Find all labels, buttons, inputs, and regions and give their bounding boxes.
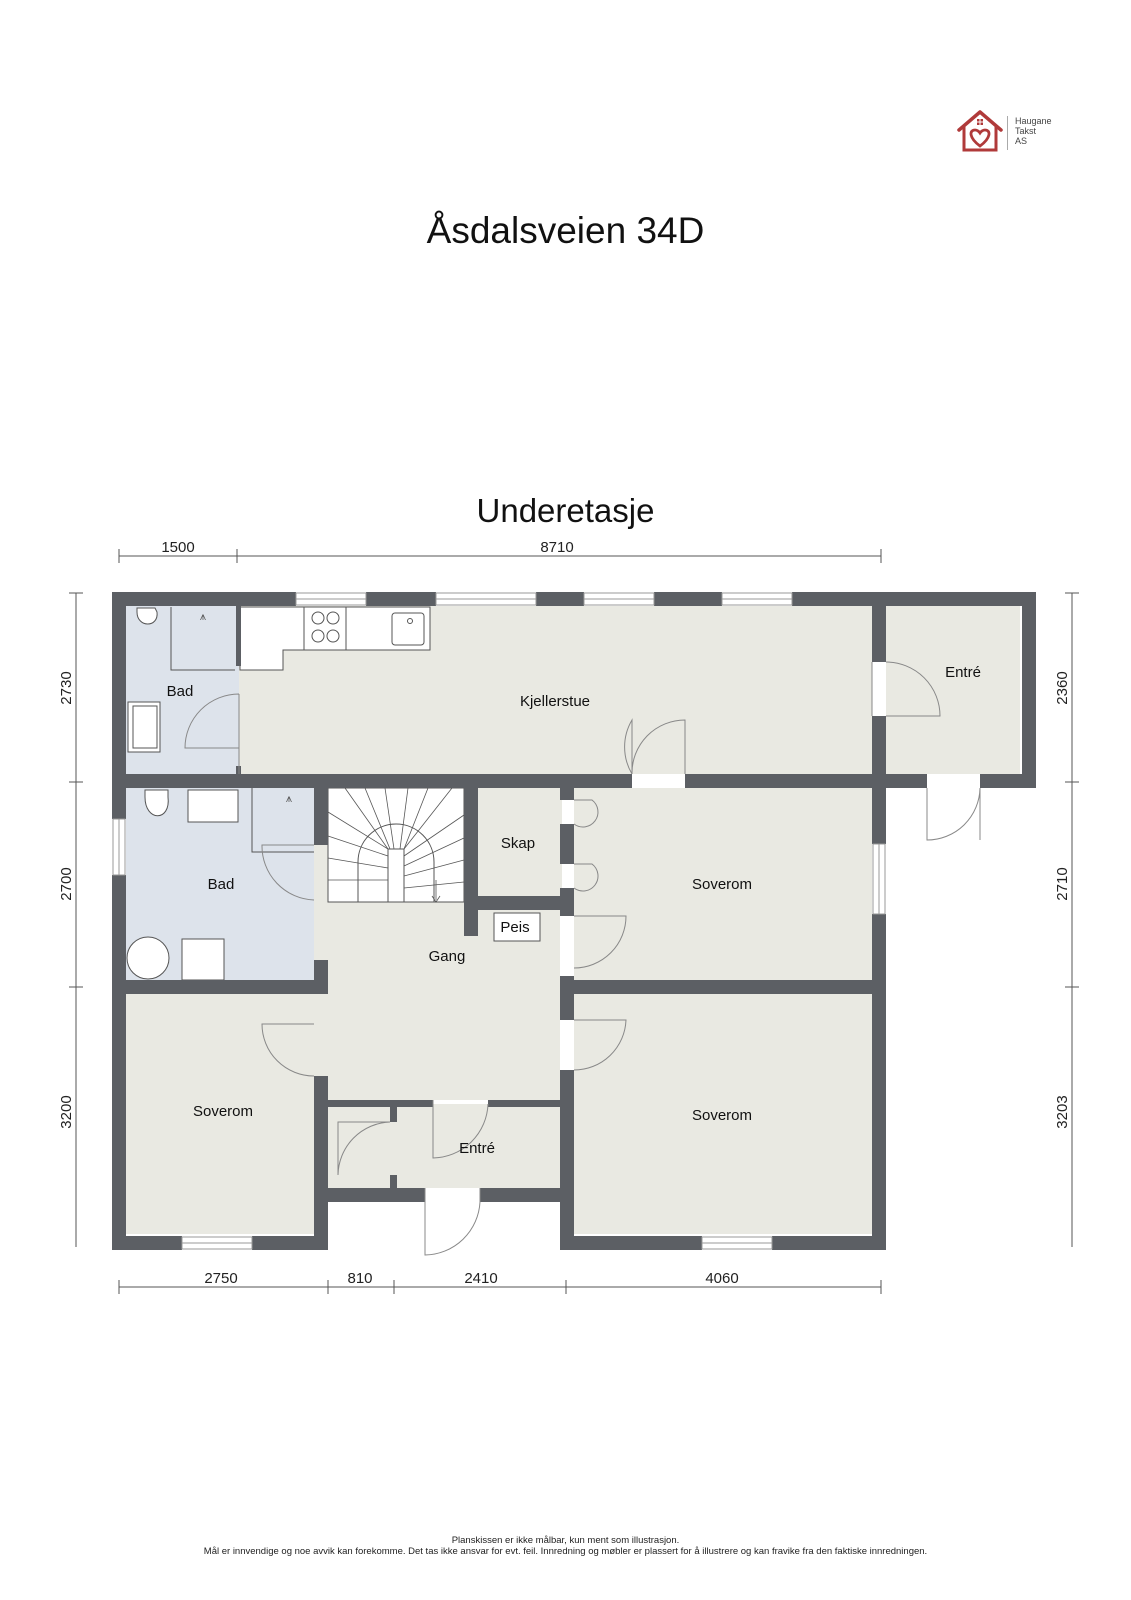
dim-left-3: 3200 — [58, 1095, 75, 1128]
dim-right-1: 2360 — [1054, 671, 1071, 704]
toilet-icon — [144, 789, 169, 817]
room-label-kjellerstue: Kjellerstue — [520, 693, 590, 710]
shower-area — [251, 788, 314, 853]
toilet-icon — [136, 607, 158, 625]
dim-bottom-2: 810 — [347, 1270, 372, 1287]
fixtures: ⩚ ⩚ — [126, 606, 541, 981]
fireplace — [493, 912, 541, 942]
svg-text:⩚: ⩚ — [200, 611, 206, 623]
door-bad-2 — [261, 844, 315, 901]
room-label-gang: Gang — [429, 948, 466, 965]
door-entre-south-exterior — [424, 1188, 481, 1256]
disclaimer-line-1: Planskissen er ikke målbar, kun ment som… — [451, 1535, 680, 1546]
logo-text: Haugane Takst AS — [1015, 116, 1052, 146]
floor-skap — [478, 788, 562, 910]
room-label-soverom-west: Soverom — [193, 1103, 253, 1120]
kitchen-counter — [239, 606, 431, 671]
stair-steps — [327, 787, 465, 903]
room-label-soverom-east: Soverom — [692, 876, 752, 893]
dim-bottom-1: 2750 — [204, 1270, 237, 1287]
sink-icon — [187, 789, 239, 823]
page-title: Åsdalsveien 34D — [426, 210, 705, 251]
disclaimer-line-2: Mål er innvendige og noe avvik kan forek… — [203, 1546, 928, 1557]
floor-entre-south — [328, 1104, 560, 1188]
door-entre-east — [871, 661, 941, 717]
room-labels: Bad Kjellerstue Entré Bad Skap Peis Gang… — [167, 664, 981, 1157]
room-label-entre-east: Entré — [945, 664, 981, 681]
dim-bottom-4: 4060 — [705, 1270, 738, 1287]
room-label-skap: Skap — [501, 835, 535, 852]
dim-right-2: 2710 — [1054, 867, 1071, 900]
door-soverom-southeast — [573, 1019, 627, 1071]
logo-line: AS — [1015, 136, 1028, 146]
dim-top-2: 8710 — [540, 539, 573, 556]
company-logo: Haugane Takst AS — [955, 108, 1065, 156]
floor-entre-east — [886, 606, 1020, 774]
dim-right-3: 3203 — [1054, 1095, 1071, 1128]
door-bad-1 — [184, 693, 240, 774]
logo-divider — [1007, 116, 1008, 150]
dimension-labels: 1500 8710 2750 810 2410 4060 2730 2700 3… — [58, 539, 1071, 1287]
dim-left-2: 2700 — [58, 867, 75, 900]
dimension-lines — [69, 549, 1079, 1294]
floor-soverom-east — [574, 788, 872, 980]
room-label-entre-south: Entré — [459, 1140, 495, 1157]
logo-line: Takst — [1015, 126, 1037, 136]
door-entre-south — [432, 1100, 489, 1159]
room-label-peis: Peis — [500, 919, 529, 936]
stove-icon — [311, 611, 340, 643]
dim-bottom-3: 2410 — [464, 1270, 497, 1287]
walls — [112, 592, 1036, 1250]
door-soverom-east — [573, 915, 627, 969]
room-label-bad-2: Bad — [208, 876, 235, 893]
svg-text:⩚: ⩚ — [286, 793, 292, 805]
door-soverom-west — [261, 1023, 315, 1077]
windows — [112, 592, 886, 1250]
doors — [184, 661, 981, 1256]
door-entre-closet — [337, 1121, 391, 1176]
house-heart-icon — [957, 110, 1003, 152]
door-skap-1 — [573, 799, 599, 828]
disclaimer: Planskissen er ikke målbar, kun ment som… — [0, 1535, 1131, 1557]
room-label-soverom-southeast: Soverom — [692, 1107, 752, 1124]
room-label-bad-1: Bad — [167, 683, 194, 700]
dim-left-1: 2730 — [58, 671, 75, 704]
floor-soverom-west — [126, 994, 314, 1234]
floor-title: Underetasje — [476, 492, 655, 529]
door-entre-east-exterior — [926, 787, 981, 841]
door-soverom-east-top — [631, 719, 686, 775]
logo-line: Haugane — [1015, 116, 1052, 126]
dim-top-1: 1500 — [161, 539, 194, 556]
door-skap-2 — [573, 863, 599, 892]
sink-icon — [391, 612, 425, 646]
dryer-icon — [181, 938, 225, 981]
shower-area — [170, 607, 235, 671]
washing-machine-icon — [126, 936, 170, 980]
